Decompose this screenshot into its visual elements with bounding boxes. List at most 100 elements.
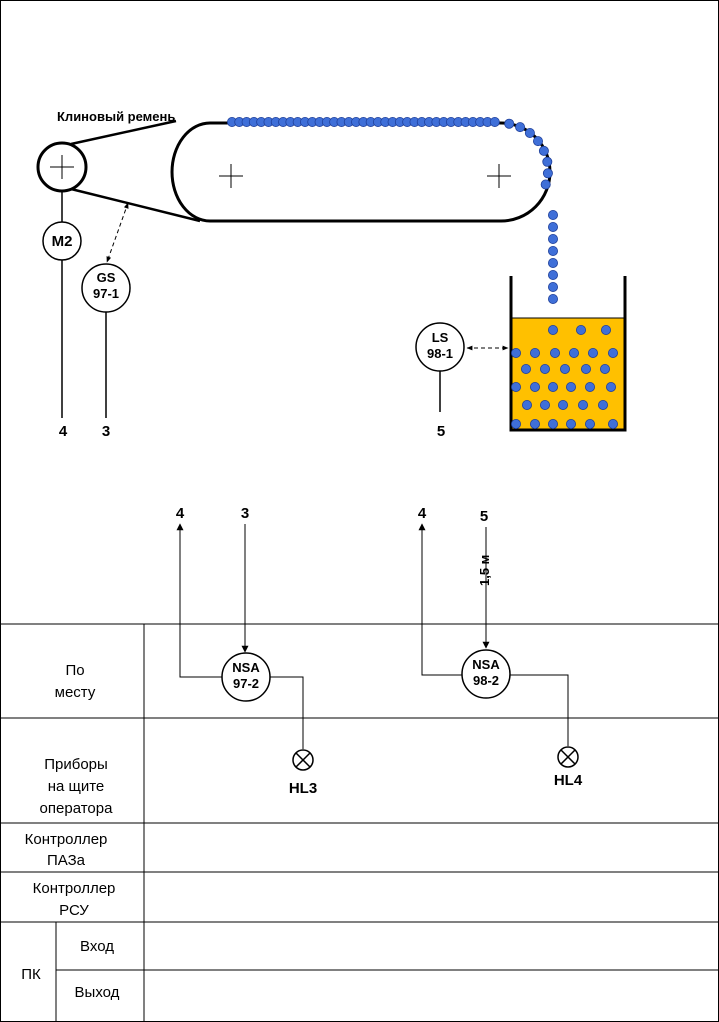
svg-text:98-2: 98-2 [473,673,499,688]
alarm-nsa-97-2: NSA 97-2 [221,652,271,702]
granule [538,145,549,156]
granule [548,293,559,304]
granule [569,347,580,358]
sensor-gs-97-1: GS 97-1 [81,263,131,313]
granule [542,168,553,179]
granule [521,363,532,374]
lamp-hl4-icon [557,746,579,768]
granule [548,221,559,232]
nsa98-input-4: 4 [418,505,427,522]
granule [530,418,541,429]
svg-text:97-2: 97-2 [233,676,259,691]
granule [585,418,596,429]
m2-output-4: 4 [59,423,68,440]
lamp-hl4-label: HL4 [554,772,583,789]
granule [548,381,559,392]
granule [489,117,500,128]
svg-text:NSA: NSA [232,660,260,675]
granule [510,381,521,392]
granule [515,122,526,133]
granule [560,363,571,374]
svg-text:98-1: 98-1 [427,346,453,361]
granule [608,418,619,429]
wire-4-to-nsa98 [418,523,462,676]
row-pk-input: Вход [80,938,114,955]
granules [226,117,619,429]
motor-m2: M2 [42,221,82,261]
row-panel-line2: на щите [48,778,105,795]
row-panel-line1: Приборы [44,756,108,773]
granule [600,363,611,374]
tank [509,276,627,432]
granule [530,347,541,358]
svg-text:NSA: NSA [472,657,500,672]
granule [608,347,619,358]
granule [566,418,577,429]
granule [578,399,589,410]
ls-output-5: 5 [437,423,445,440]
wire-nsa98-to-hl4 [510,674,569,746]
granule [530,381,541,392]
granule [550,347,561,358]
alarm-nsa-98-2: NSA 98-2 [461,649,511,699]
row-pk: ПК [21,966,41,983]
granule [558,399,569,410]
wire-4-to-nsa97 [176,523,222,678]
row-paz-line1: Контроллер [25,831,108,848]
nsa97-input-4: 4 [176,505,185,522]
lamp-hl3-label: HL3 [289,780,317,797]
granule [524,127,535,138]
nsa98-input-5: 5 [480,508,488,525]
granule [598,399,609,410]
granule [540,363,551,374]
svg-text:LS: LS [432,330,449,345]
granule [548,233,559,244]
wire-nsa97-to-hl3 [270,676,304,749]
granule [540,179,551,190]
row-local-line2: месту [55,684,96,701]
granule [540,399,551,410]
granule [566,381,577,392]
tank-fill [511,318,625,430]
granule [576,324,587,335]
v-belt [70,119,201,223]
granule [510,347,521,358]
granule [585,381,596,392]
gs-sensing-link [106,202,129,263]
granule [542,156,553,167]
lamp-hl3-icon [292,749,314,771]
granule [606,381,617,392]
svg-text:97-1: 97-1 [93,286,119,301]
row-rsu-line2: РСУ [59,902,89,919]
granule [548,257,559,268]
gs-output-3: 3 [102,423,110,440]
row-pk-output: Выход [75,984,120,1001]
granule [588,347,599,358]
cable-length: 1,5 м [477,555,492,586]
motor-pulley [36,141,88,193]
granule [548,324,559,335]
granule [548,209,559,220]
granule [522,399,533,410]
row-local-line1: По [65,662,84,679]
granule [548,269,559,280]
belt-label: Клиновый ремень [57,109,175,124]
granule [548,281,559,292]
granule [548,418,559,429]
row-rsu-line1: Контроллер [33,880,116,897]
sensor-ls-98-1: LS 98-1 [415,322,465,372]
granule [510,418,521,429]
granule [601,324,612,335]
svg-text:M2: M2 [52,233,73,250]
row-paz-line2: ПАЗа [47,852,86,869]
conveyor-belt [170,121,552,223]
svg-text:GS: GS [97,270,116,285]
row-panel-line3: оператора [40,800,114,817]
location-table [0,623,719,1022]
granule [533,136,544,147]
granule [548,245,559,256]
granule [504,118,515,129]
granule [581,363,592,374]
nsa97-input-3: 3 [241,505,249,522]
